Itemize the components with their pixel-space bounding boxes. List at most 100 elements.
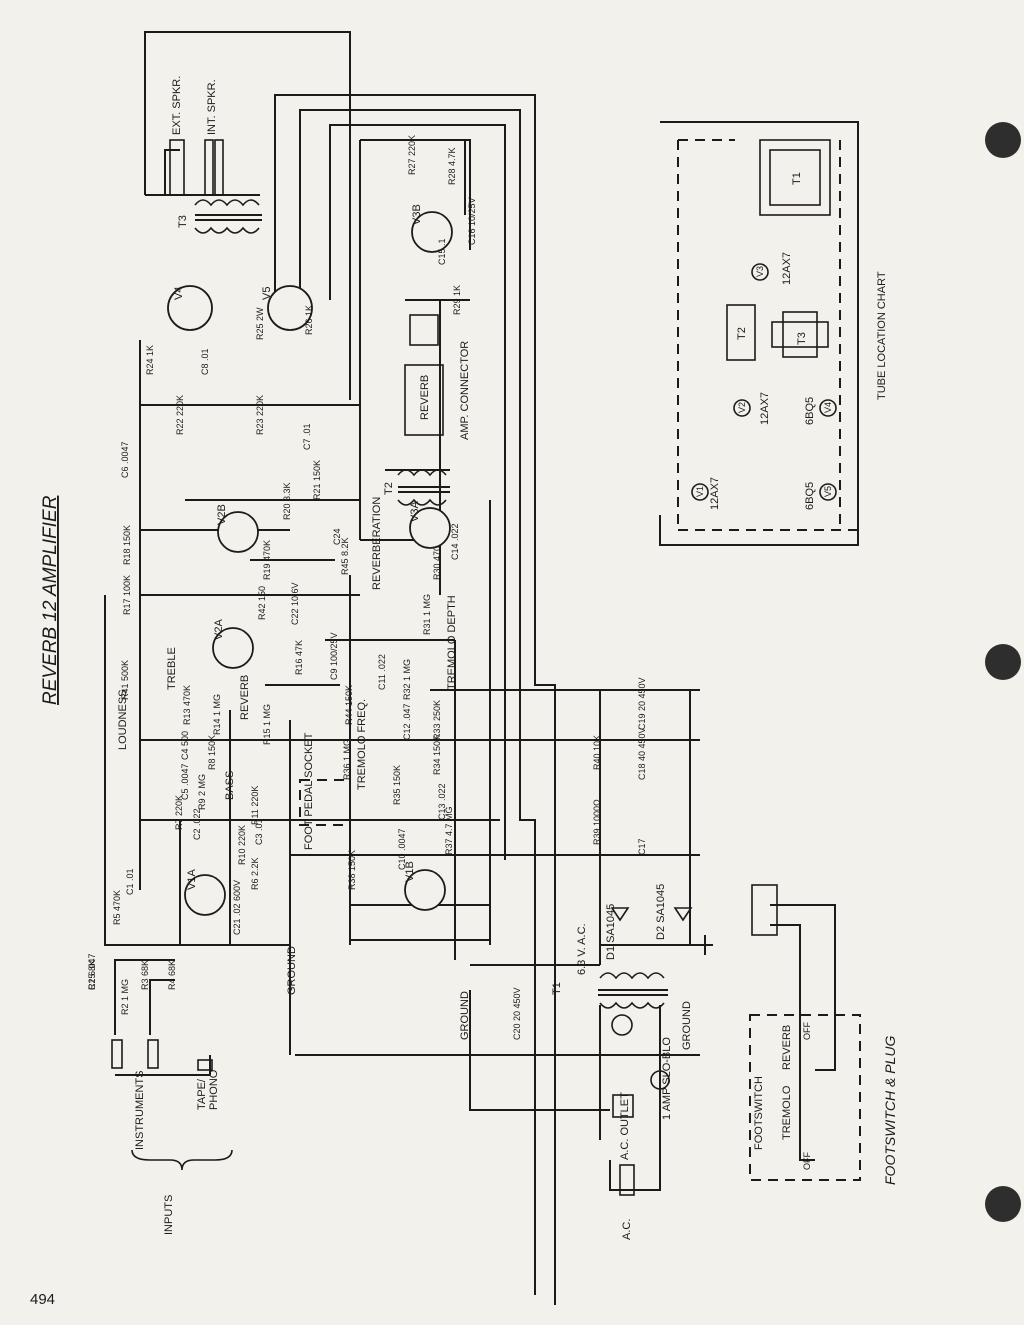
component-label: C1 .01 (125, 868, 135, 895)
label-tremolo-freq: TREMOLO FREQ. (356, 699, 368, 790)
component-label: R18 150K (122, 525, 132, 565)
component-label: C17 (637, 838, 647, 855)
component-label: R40 10K (592, 735, 602, 770)
output-transformer-t3: T3 (177, 199, 262, 234)
binder-hole-bottom (985, 1186, 1021, 1222)
label-fs-off-2: OFF (802, 1022, 812, 1040)
label-ac-outlet: A.C. OUTLET (619, 1092, 631, 1160)
label-reverb-control: REVERB (239, 675, 251, 720)
label-ground-3: GROUND (681, 1001, 693, 1050)
component-label: R20 3.3K (282, 482, 292, 520)
component-label: R19 470K (262, 540, 272, 580)
label-amp-connector: AMP. CONNECTOR (459, 341, 471, 440)
label-fuse: 1 AMP SLO-BLO (661, 1037, 673, 1120)
component-label: R41 500K (120, 660, 130, 700)
component-label: R38 150K (347, 850, 357, 890)
page-number: 494 (30, 1291, 55, 1308)
label-d2: D2 SA1045 (655, 884, 667, 940)
component-label: R10 220K (237, 825, 247, 865)
component-label: R25 2W (255, 307, 265, 340)
label-v3b: V3B (411, 204, 423, 225)
component-label: C12 .047 (402, 703, 412, 740)
component-label: C11 .022 (377, 654, 387, 690)
component-label: R14 1 MG (212, 694, 222, 735)
component-label: C19 20 450V (637, 677, 647, 730)
binder-hole-middle (985, 644, 1021, 680)
label-v4: V4 (173, 287, 185, 300)
label-ac: A.C. (621, 1219, 633, 1240)
component-label: R37 4.7 MG (444, 806, 454, 855)
label-v1a: V1A (186, 869, 198, 890)
component-label: R44 150K (344, 685, 354, 725)
label-t3: T3 (177, 215, 189, 228)
component-label: R29 1K (452, 285, 462, 315)
component-label: R30 470 (432, 546, 442, 580)
label-v3a: V3A (409, 501, 421, 522)
label-tape-phono-1: TAPE/ (196, 1078, 208, 1110)
component-label: C25 .047 (87, 953, 97, 990)
component-label: R8 150K (207, 735, 217, 770)
label-ext-spkr: EXT. SPKR. (171, 76, 183, 135)
chart-label-t1: T1 (791, 172, 803, 185)
label-ground-1: GROUND (286, 946, 298, 995)
component-label: C24 (332, 528, 342, 545)
chart-v5: V5 (823, 486, 833, 497)
component-label: R17 100K (122, 575, 132, 615)
component-label: C7 .01 (302, 423, 312, 450)
component-label: R39 1000Ω (592, 799, 602, 845)
component-label: R4 68K (167, 960, 177, 990)
component-label: R31 1 MG (422, 594, 432, 635)
label-reverberation: REVERBERATION (371, 497, 383, 590)
component-label: R22 220K (175, 395, 185, 435)
component-label: R24 1K (145, 345, 155, 375)
chart-v1-type: 12AX7 (709, 477, 721, 510)
label-fs-off-1: OFF (802, 1152, 812, 1170)
component-label: C9 100/25V (329, 632, 339, 680)
label-int-spkr: INT. SPKR. (206, 79, 218, 135)
component-label: R6 2.2K (250, 857, 260, 890)
component-label: R1 68K (87, 960, 97, 990)
label-footswitch: FOOTSWITCH (753, 1076, 765, 1150)
component-label: C2 .022 (192, 808, 202, 840)
component-label: R9 2 MG (197, 774, 207, 810)
chart-v1: V1 (695, 486, 705, 497)
label-fs-reverb: REVERB (781, 1025, 793, 1070)
component-label: C18 40 450V (637, 727, 647, 780)
component-label: C20 20 450V (512, 987, 522, 1040)
component-label: R5 470K (112, 890, 122, 925)
component-label: C14 .022 (450, 523, 460, 560)
component-label: C8 .01 (200, 348, 210, 375)
label-heater: 6.3 V. A.C. (576, 923, 588, 975)
footswitch-plug-title: FOOTSWITCH & PLUG (882, 1036, 898, 1185)
label-tremolo-depth: TREMOLO DEPTH (446, 595, 458, 690)
chart-v5-type: 6BQ5 (804, 482, 816, 510)
inputs: INSTRUMENTS TAPE/ PHONO INPUTS (111, 1039, 233, 1235)
component-label: C5 .0047 (180, 763, 190, 800)
component-label: R15 1 MG (262, 704, 272, 745)
component-label: R34 150K (432, 735, 442, 775)
tube-location-chart-title: TUBE LOCATION CHART (876, 271, 888, 400)
component-label: C4 500 (180, 731, 190, 760)
label-foot-pedal-socket: FOOT PEDAL SOCKET (303, 732, 315, 850)
label-inputs: INPUTS (163, 1195, 175, 1235)
label-bass: BASS (224, 771, 236, 800)
component-label: R26 1K (304, 305, 314, 335)
label-ground-2: GROUND (459, 991, 471, 1040)
component-label: C13 .022 (437, 783, 447, 820)
label-t2: T2 (383, 482, 395, 495)
chart-label-t3: T3 (796, 332, 808, 345)
reverb-section: T2 REVERB AMP. CONNECTOR REVERBERATION (371, 314, 471, 590)
component-label: R28 4.7K (447, 147, 457, 185)
component-label: R11 220K (250, 786, 260, 825)
label-v1b: V1B (404, 861, 416, 882)
footswitch-box: FOOTSWITCH TREMOLO REVERB OFF OFF FOOTSW… (749, 884, 898, 1185)
component-label: R42 150 (257, 586, 267, 620)
component-label: R21 150K (312, 460, 322, 500)
chart-v4-type: 6BQ5 (804, 397, 816, 425)
label-reverb-unit: REVERB (419, 375, 431, 420)
label-v2a: V2A (213, 619, 225, 640)
component-label: R35 150K (392, 765, 402, 805)
component-label: R33 250K (432, 700, 442, 740)
